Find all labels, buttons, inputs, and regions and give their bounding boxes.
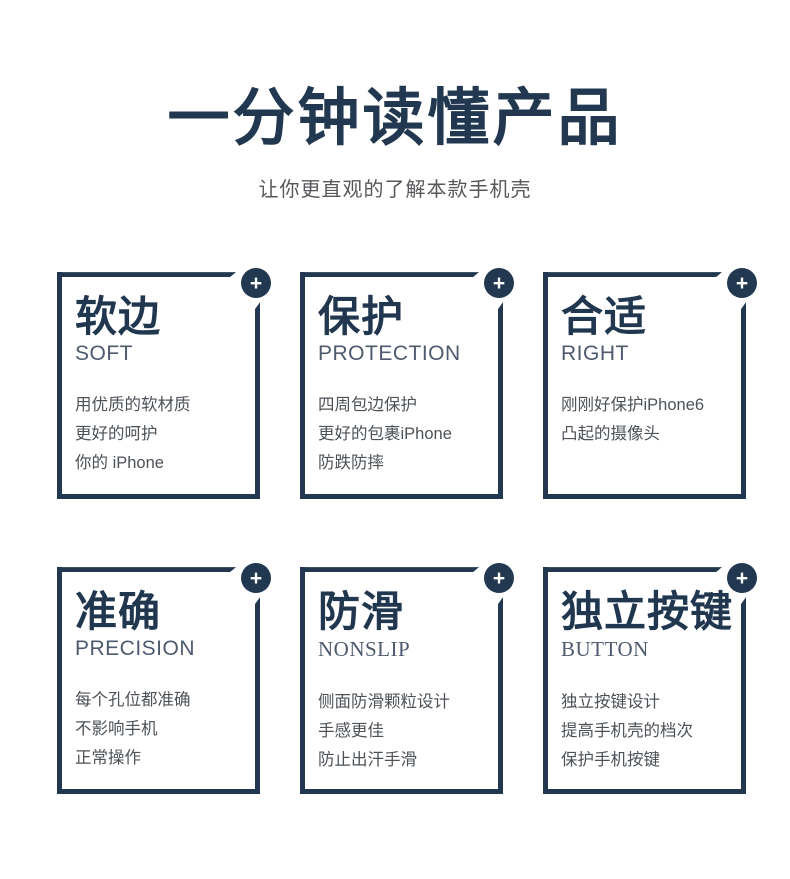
card-border-bottom [543,494,746,500]
card-subtitle-en: NONSLIP [318,637,411,662]
description-line: 你的 iPhone [75,454,164,473]
plus-icon[interactable]: + [241,563,271,594]
card-subtitle-en: PRECISION [75,637,196,661]
card-border-left [543,567,548,795]
card-border-top [57,567,236,572]
card-description: 用优质的软材质更好的呵护你的 iPhone [75,391,248,478]
card-title: 保护 [318,293,405,341]
page-title: 一分钟读懂产品 [167,84,623,153]
description-line: 防跌防摔 [318,454,384,473]
page-header: 一分钟读懂产品 让你更直观的了解本款手机壳 [0,0,790,202]
description-line: 手感更佳 [318,721,384,741]
card-border-left [543,272,548,500]
card-border-left [300,567,305,795]
card-description: 侧面防滑颗粒设计手感更佳防止出汗手滑 [318,687,491,774]
card-border-right [255,597,260,795]
plus-icon[interactable]: + [727,268,757,299]
feature-card: + 保护 PROTECTION 四周包边保护更好的包裹iPhone 防跌防摔 [300,268,514,500]
card-content: 软边 SOFT 用优质的软材质更好的呵护你的 iPhone [57,272,260,478]
card-subtitle-en: SOFT [75,342,133,366]
card-border-left [300,272,305,500]
card-border-left [57,567,62,795]
card-description: 独立按键设计提高手机壳的档次保护手机按键 [561,687,734,774]
card-subtitle-en: RIGHT [561,342,629,366]
description-line: 提高手机壳的档次 [561,721,693,741]
card-border-right [741,597,746,795]
card-border-left [57,272,62,500]
card-content: 准确 PRECISION 每个孔位都准确不影响手机正常操作 [57,567,260,773]
card-content: 保护 PROTECTION 四周包边保护更好的包裹iPhone 防跌防摔 [300,272,503,478]
description-line: 独立按键设计 [561,692,660,712]
description-line: 每个孔位都准确 [75,691,191,710]
description-line: 用优质的软材质 [75,396,191,415]
plus-icon[interactable]: + [241,268,271,299]
card-border-bottom [57,494,260,500]
card-border-right [741,302,746,500]
card-title: 独立按键 [561,588,734,636]
card-border-bottom [543,789,746,795]
card-title: 准确 [75,588,162,636]
card-border-right [498,597,503,795]
card-title: 软边 [75,293,162,341]
plus-icon[interactable]: + [484,563,514,594]
card-border-top [57,272,236,277]
description-line: 保护手机按键 [561,750,660,770]
card-border-right [498,302,503,500]
feature-card: + 防滑 NONSLIP 侧面防滑颗粒设计手感更佳防止出汗手滑 [300,563,514,795]
card-border-top [543,567,722,572]
description-line: 侧面防滑颗粒设计 [318,692,450,712]
card-border-right [255,302,260,500]
description-line: 正常操作 [75,749,141,768]
plus-icon[interactable]: + [484,268,514,299]
card-content: 防滑 NONSLIP 侧面防滑颗粒设计手感更佳防止出汗手滑 [300,567,503,774]
card-description: 刚刚好保护iPhone6 凸起的摄像头 [561,391,734,449]
card-border-bottom [300,789,503,795]
feature-card: + 软边 SOFT 用优质的软材质更好的呵护你的 iPhone [57,268,271,500]
card-border-top [543,272,722,277]
description-line: 更好的包裹iPhone [318,425,452,444]
card-title: 合适 [561,293,648,341]
card-content: 独立按键 BUTTON 独立按键设计提高手机壳的档次保护手机按键 [543,567,746,774]
card-subtitle-en: BUTTON [561,637,649,662]
feature-card: + 准确 PRECISION 每个孔位都准确不影响手机正常操作 [57,563,271,795]
description-line: 四周包边保护 [318,396,417,415]
card-description: 四周包边保护更好的包裹iPhone 防跌防摔 [318,391,491,478]
description-line: 刚刚好保护iPhone6 [561,396,705,415]
card-title: 防滑 [318,588,405,636]
card-border-bottom [300,494,503,500]
card-content: 合适 RIGHT 刚刚好保护iPhone6 凸起的摄像头 [543,272,746,449]
card-border-top [300,567,479,572]
page-subtitle: 让你更直观的了解本款手机壳 [258,179,532,202]
description-line: 凸起的摄像头 [561,425,660,444]
feature-card: + 独立按键 BUTTON 独立按键设计提高手机壳的档次保护手机按键 [543,563,757,795]
card-border-top [300,272,479,277]
card-border-bottom [57,789,260,795]
feature-card: + 合适 RIGHT 刚刚好保护iPhone6 凸起的摄像头 [543,268,757,500]
card-description: 每个孔位都准确不影响手机正常操作 [75,686,248,773]
feature-grid: + 软边 SOFT 用优质的软材质更好的呵护你的 iPhone + 保护 PRO… [57,268,790,795]
card-subtitle-en: PROTECTION [318,342,461,366]
description-line: 更好的呵护 [75,425,158,444]
description-line: 防止出汗手滑 [318,750,417,770]
plus-icon[interactable]: + [727,563,757,594]
description-line: 不影响手机 [75,720,158,739]
